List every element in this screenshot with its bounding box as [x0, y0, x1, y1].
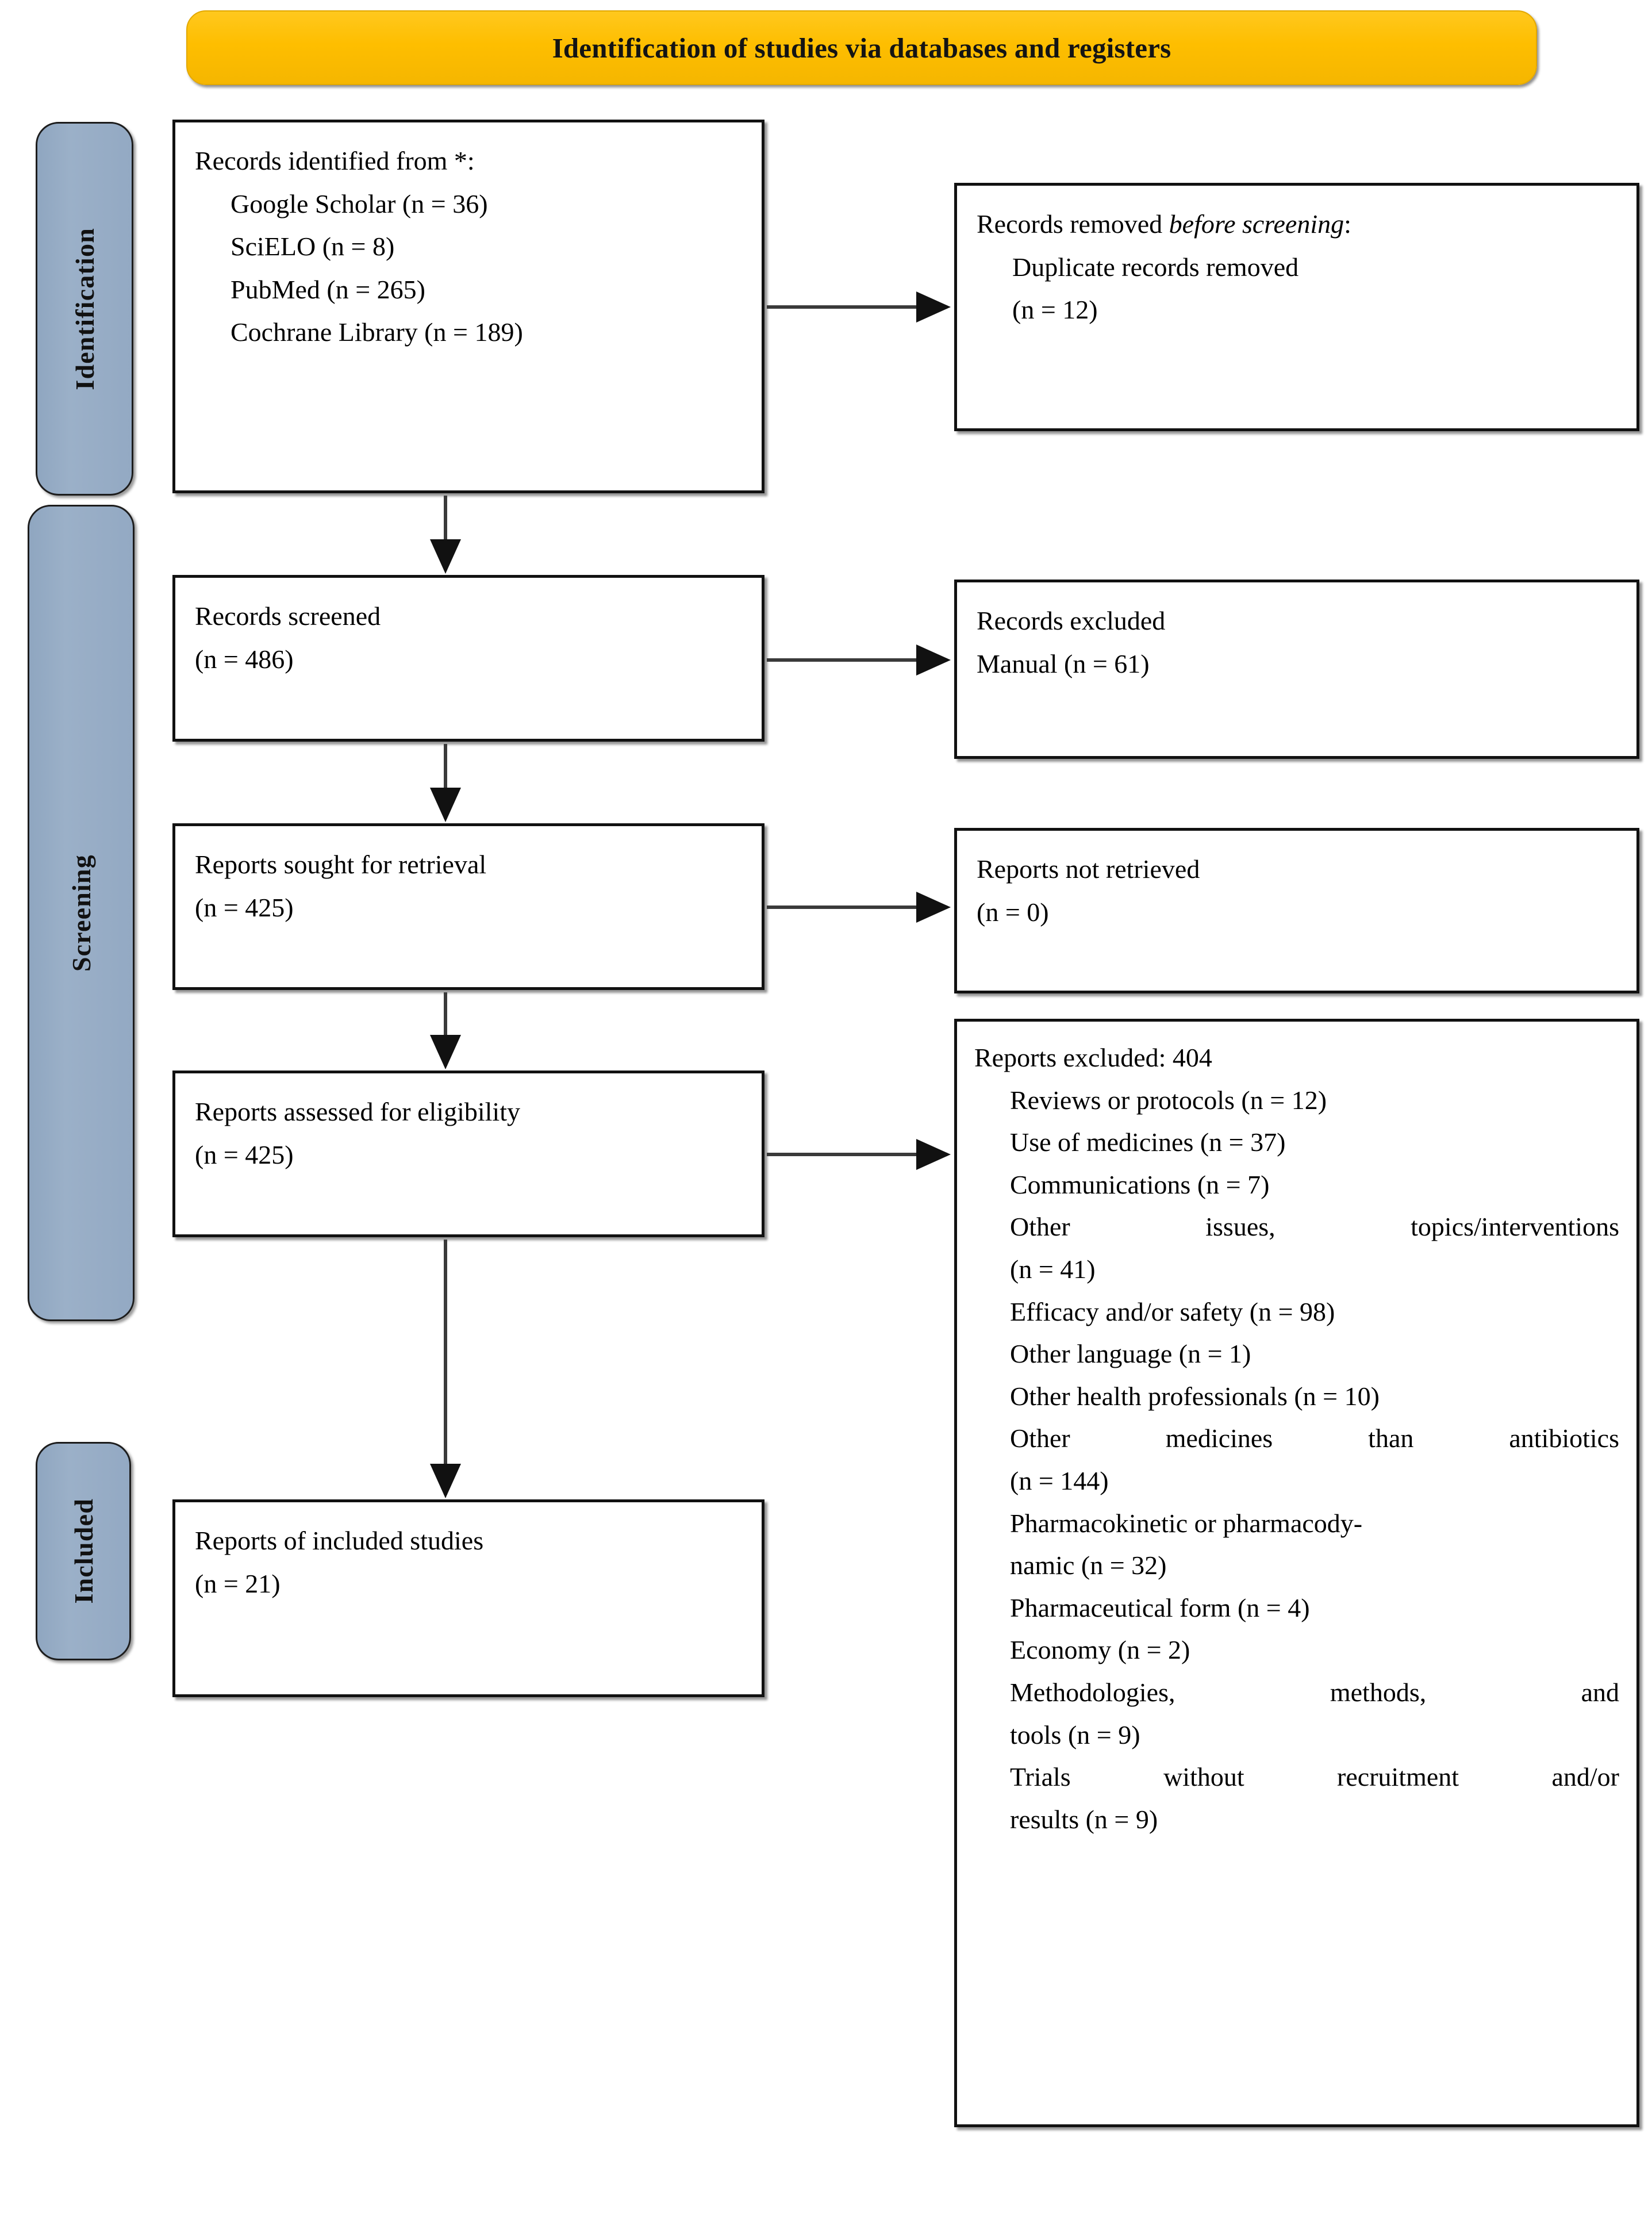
reports-not-retrieved-heading: Reports not retrieved	[977, 854, 1200, 884]
records-screened-heading: Records screened	[195, 601, 381, 631]
reports-excluded-reason-cont: tools (n = 9)	[1010, 1720, 1140, 1749]
reports-excluded-reason: Methodologies, methods, and	[1010, 1677, 1619, 1707]
box-reports-sought-content: Reports sought for retrieval (n = 425)	[195, 843, 742, 929]
stage-label-included-text: Included	[68, 1498, 98, 1604]
records-identified-source: SciELO (n = 8)	[230, 232, 395, 262]
reports-excluded-reason: Economy (n = 2)	[1010, 1635, 1190, 1665]
records-identified-heading: Records identified from *:	[195, 146, 475, 175]
box-reports-assessed-content: Reports assessed for eligibility (n = 42…	[195, 1091, 742, 1176]
stage-label-screening: Screening	[28, 505, 135, 1321]
stage-label-included: Included	[36, 1442, 131, 1660]
box-reports-excluded: Reports excluded: 404 Reviews or protoco…	[954, 1019, 1639, 2127]
reports-excluded-reason: Communications (n = 7)	[1010, 1169, 1270, 1199]
stage-label-identification-text: Identification	[70, 227, 99, 390]
reports-excluded-reason-cont: (n = 144)	[1010, 1465, 1109, 1495]
box-reports-sought: Reports sought for retrieval (n = 425)	[172, 823, 764, 990]
records-removed-heading-lead: Records removed	[977, 209, 1169, 239]
reports-assessed-count: (n = 425)	[195, 1139, 294, 1169]
reports-excluded-reason: Pharmacokinetic or pharmacody-	[1010, 1508, 1363, 1538]
records-identified-source: Cochrane Library (n = 189)	[230, 317, 523, 347]
records-removed-heading: Records removed before screening:	[977, 203, 1617, 246]
reports-excluded-reason: Trials without recruitment and/or	[1010, 1762, 1619, 1792]
reports-excluded-reason: Efficacy and/or safety (n = 98)	[1010, 1296, 1335, 1326]
reports-excluded-reason: Use of medicines (n = 37)	[1010, 1127, 1286, 1157]
records-screened-count: (n = 486)	[195, 644, 294, 674]
box-reports-included: Reports of included studies (n = 21)	[172, 1499, 764, 1697]
reports-excluded-reason-cont: results (n = 9)	[1010, 1804, 1158, 1834]
reports-excluded-reason: Reviews or protocols (n = 12)	[1010, 1085, 1327, 1115]
reports-sought-count: (n = 425)	[195, 892, 294, 922]
box-reports-not-retrieved-content: Reports not retrieved (n = 0)	[977, 848, 1617, 934]
reports-excluded-heading: Reports excluded: 404	[974, 1043, 1212, 1072]
reports-excluded-reason: Other language (n = 1)	[1010, 1339, 1251, 1369]
box-reports-excluded-content: Reports excluded: 404 Reviews or protoco…	[974, 1037, 1619, 1840]
box-reports-assessed: Reports assessed for eligibility (n = 42…	[172, 1071, 764, 1237]
records-identified-source: PubMed (n = 265)	[230, 274, 425, 304]
reports-excluded-reason: Pharmaceutical form (n = 4)	[1010, 1593, 1310, 1622]
banner-identification-header: Identification of studies via databases …	[186, 10, 1537, 85]
reports-included-count: (n = 21)	[195, 1568, 281, 1598]
reports-excluded-reason: Other medicines than antibiotics	[1010, 1424, 1619, 1453]
box-reports-not-retrieved: Reports not retrieved (n = 0)	[954, 828, 1639, 993]
reports-assessed-heading: Reports assessed for eligibility	[195, 1097, 520, 1126]
box-records-identified-content: Records identified from *: Google Schola…	[195, 140, 742, 354]
reports-excluded-reason: Other health professionals (n = 10)	[1010, 1381, 1380, 1411]
records-removed-heading-italic: before screening	[1169, 209, 1344, 239]
box-records-removed-content: Records removed before screening: Duplic…	[977, 203, 1617, 332]
box-records-excluded-content: Records excluded Manual (n = 61)	[977, 600, 1617, 685]
stage-label-identification: Identification	[36, 122, 133, 496]
reports-not-retrieved-count: (n = 0)	[977, 897, 1049, 927]
records-removed-heading-tail: :	[1344, 209, 1351, 239]
records-identified-source: Google Scholar (n = 36)	[230, 189, 488, 218]
box-records-screened: Records screened (n = 486)	[172, 575, 764, 742]
stage-label-screening-text: Screening	[66, 854, 96, 972]
records-removed-count: (n = 12)	[1012, 295, 1098, 325]
banner-title: Identification of studies via databases …	[552, 32, 1171, 64]
reports-sought-heading: Reports sought for retrieval	[195, 850, 487, 879]
box-records-removed: Records removed before screening: Duplic…	[954, 183, 1639, 431]
reports-excluded-reason-cont: namic (n = 32)	[1010, 1551, 1167, 1580]
records-removed-detail: Duplicate records removed	[1012, 252, 1299, 282]
records-excluded-heading: Records excluded	[977, 606, 1166, 635]
box-reports-included-content: Reports of included studies (n = 21)	[195, 1520, 742, 1605]
box-records-identified: Records identified from *: Google Schola…	[172, 120, 764, 493]
records-excluded-detail: Manual (n = 61)	[977, 649, 1150, 678]
reports-excluded-reason: Other issues, topics/interventions	[1010, 1212, 1619, 1242]
box-records-excluded: Records excluded Manual (n = 61)	[954, 580, 1639, 759]
box-records-screened-content: Records screened (n = 486)	[195, 595, 742, 681]
reports-included-heading: Reports of included studies	[195, 1526, 484, 1555]
reports-excluded-reason-cont: (n = 41)	[1010, 1254, 1096, 1284]
